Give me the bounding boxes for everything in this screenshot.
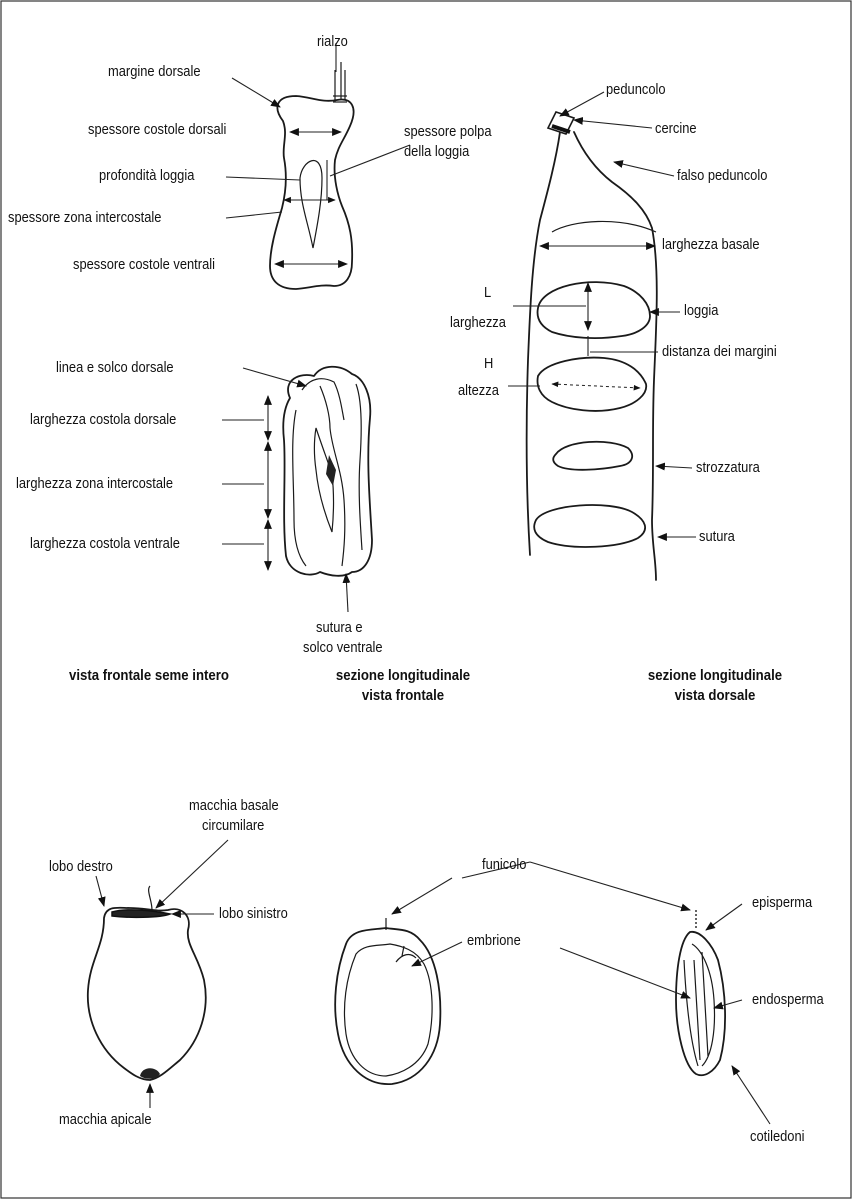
seed-cross-section-drawing [270, 62, 354, 289]
caption-sezione-frontale: sezione longitudinale vista frontale [311, 666, 496, 706]
label-peduncolo: peduncolo [606, 80, 666, 99]
label-macchia-basale-line2: circumilare [202, 816, 264, 835]
label-lobo-destro: lobo destro [49, 857, 113, 876]
label-macchia-basale-line1: macchia basale [189, 796, 279, 815]
label-spessore-costole-dorsali: spessore costole dorsali [88, 120, 226, 139]
label-sutura-solco-line2: solco ventrale [303, 638, 383, 657]
caption-sezione-dorsale: sezione longitudinale vista dorsale [623, 666, 808, 706]
label-spessore-costole-ventrali: spessore costole ventrali [73, 255, 215, 274]
caption-vista-frontale-seme-intero: vista frontale seme intero [48, 666, 250, 686]
section-dorsal-drawing [676, 910, 725, 1075]
label-episperma: episperma [752, 893, 812, 912]
label-spessore-polpa-line2: della loggia [404, 142, 469, 161]
label-margine-dorsale: margine dorsale [108, 62, 201, 81]
label-spessore-zona-intercostale: spessore zona intercostale [8, 208, 161, 227]
label-profondita-loggia: profondità loggia [99, 166, 194, 185]
label-strozzatura: strozzatura [696, 458, 760, 477]
label-larghezza-basale: larghezza basale [662, 235, 760, 254]
label-larghezza: larghezza [450, 313, 506, 332]
pod-section-drawing [527, 112, 657, 580]
label-linea-solco-dorsale: linea e solco dorsale [56, 358, 174, 377]
label-falso-peduncolo: falso peduncolo [677, 166, 767, 185]
caption-1-text: vista frontale seme intero [48, 666, 250, 686]
label-larghezza-zona-intercostale: larghezza zona intercostale [16, 474, 173, 493]
caption-3-line1: sezione longitudinale [623, 666, 808, 686]
whole-seed-drawing [268, 367, 372, 576]
label-funicolo: funicolo [482, 855, 526, 874]
caption-2-line2: vista frontale [311, 686, 496, 706]
label-embrione: embrione [467, 931, 521, 950]
label-sutura-solco-line1: sutura e [316, 618, 363, 637]
label-macchia-apicale: macchia apicale [59, 1110, 152, 1129]
label-rialzo: rialzo [317, 32, 348, 51]
section-frontal-drawing [335, 918, 440, 1084]
label-spessore-polpa-line1: spessore polpa [404, 122, 491, 141]
label-lobo-sinistro: lobo sinistro [219, 904, 288, 923]
label-sutura: sutura [699, 527, 735, 546]
label-larghezza-costola-ventrale: larghezza costola ventrale [30, 534, 180, 553]
label-L: L [484, 283, 491, 302]
label-H: H [484, 354, 493, 373]
label-altezza: altezza [458, 381, 499, 400]
label-cotiledoni: cotiledoni [750, 1127, 805, 1146]
caption-3-line2: vista dorsale [623, 686, 808, 706]
label-endosperma: endosperma [752, 990, 824, 1009]
caption-2-line1: sezione longitudinale [311, 666, 496, 686]
label-larghezza-costola-dorsale: larghezza costola dorsale [30, 410, 176, 429]
label-cercine: cercine [655, 119, 697, 138]
seed-frontal-drawing [88, 886, 206, 1080]
label-loggia: loggia [684, 301, 718, 320]
label-distanza-dei-margini: distanza dei margini [662, 342, 777, 361]
